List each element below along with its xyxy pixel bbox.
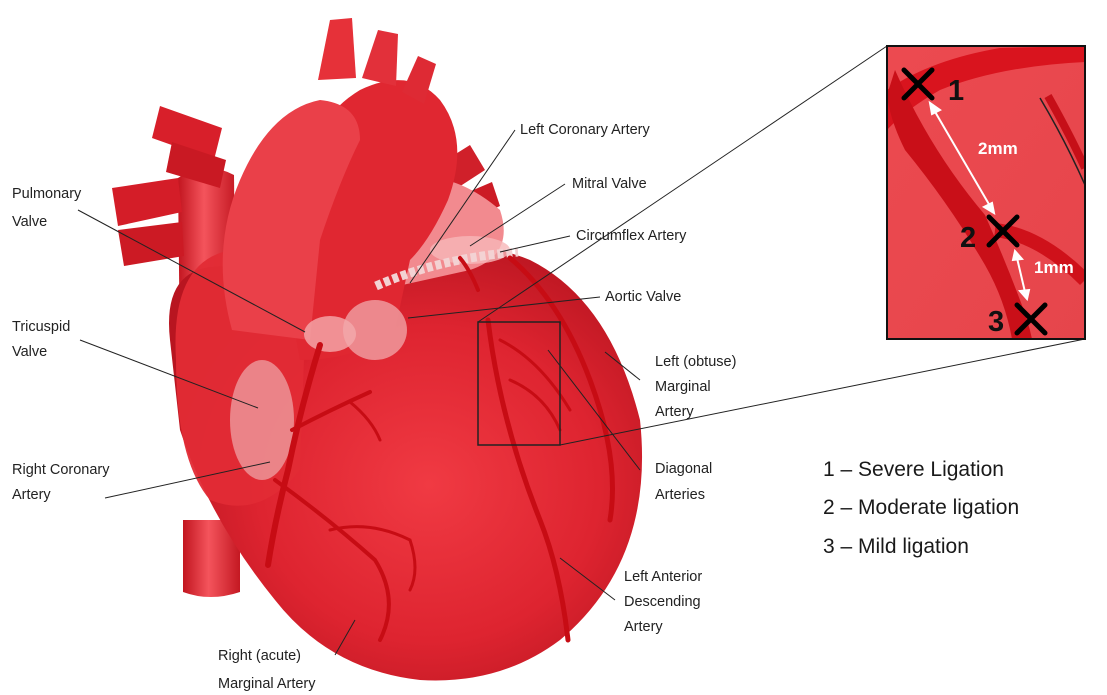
heart-illustration [112,18,642,681]
pulmonary-veins-left [112,178,182,226]
zoom-inset: 1 2 3 2mm 1mm [887,46,1085,339]
marker-number-1: 1 [948,75,964,107]
distance-label-1mm: 1mm [1034,258,1074,277]
tricuspid-valve-shape [230,360,294,480]
label-pulmonary-valve: Pulmonary Valve [12,186,85,230]
label-circumflex-artery: Circumflex Artery [576,228,687,244]
legend-item-1: 1 – Severe Ligation [823,458,1004,481]
legend-item-2: 2 – Moderate ligation [823,496,1019,519]
label-right-acute-marginal-artery: Right (acute) Marginal Artery [218,648,316,692]
aortic-valve-shape [343,300,407,360]
label-tricuspid-valve: Tricuspid Valve [12,319,74,360]
label-right-coronary-artery: Right Coronary Artery [12,462,114,503]
marker-number-2: 2 [960,222,976,254]
label-left-obtuse-marginal-artery: Left (obtuse) Marginal Artery [655,354,740,420]
distance-label-2mm: 2mm [978,139,1018,158]
label-left-anterior-descending-artery: Left Anterior Descending Artery [624,569,706,635]
label-left-coronary-artery: Left Coronary Artery [520,122,650,138]
legend: 1 – Severe Ligation 2 – Moderate ligatio… [823,458,1019,558]
legend-item-3: 3 – Mild ligation [823,535,969,558]
marker-number-3: 3 [988,306,1004,338]
label-aortic-valve: Aortic Valve [605,289,681,305]
label-mitral-valve: Mitral Valve [572,176,647,192]
label-diagonal-arteries: Diagonal Arteries [655,461,716,503]
